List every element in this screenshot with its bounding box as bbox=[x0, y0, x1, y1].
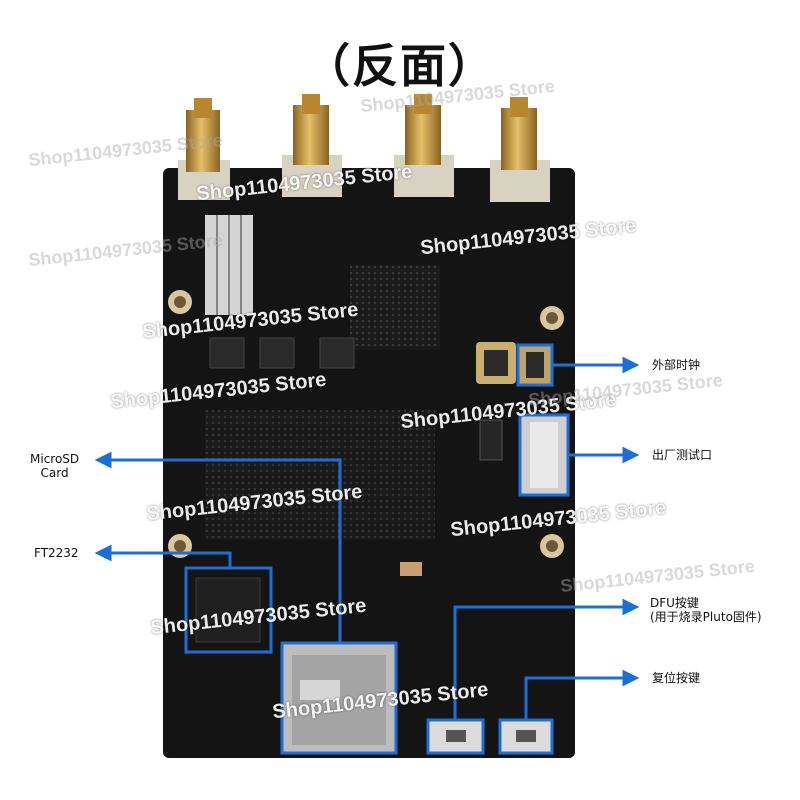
sma-connector-4 bbox=[490, 97, 550, 202]
sma-connector-3 bbox=[394, 94, 454, 197]
label-microsd: MicroSD Card bbox=[30, 452, 79, 480]
label-microsd-line2: Card bbox=[40, 466, 69, 480]
label-factory-test-port: 出厂测试口 bbox=[652, 448, 713, 462]
label-dfu-line2: (用于烧录Pluto固件) bbox=[650, 610, 762, 624]
label-microsd-line1: MicroSD bbox=[30, 452, 80, 466]
bga-chip bbox=[350, 265, 440, 350]
label-dfu: DFU按键 (用于烧录Pluto固件) bbox=[650, 596, 762, 624]
label-ft2232: FT2232 bbox=[34, 546, 79, 560]
leader-line-reset bbox=[524, 676, 628, 720]
leader-line-microsd bbox=[108, 458, 342, 643]
leader-line-ft2232 bbox=[108, 551, 232, 568]
sma-connector-1 bbox=[178, 98, 230, 200]
sma-connector-2 bbox=[282, 94, 342, 197]
page-title: （反面） bbox=[304, 39, 496, 93]
label-reset-button: 复位按键 bbox=[652, 671, 701, 685]
label-external-clock: 外部时钟 bbox=[652, 358, 701, 372]
label-dfu-line1: DFU按键 bbox=[650, 596, 699, 610]
fpga-area bbox=[205, 410, 435, 540]
leader-line-dfu bbox=[453, 605, 628, 720]
